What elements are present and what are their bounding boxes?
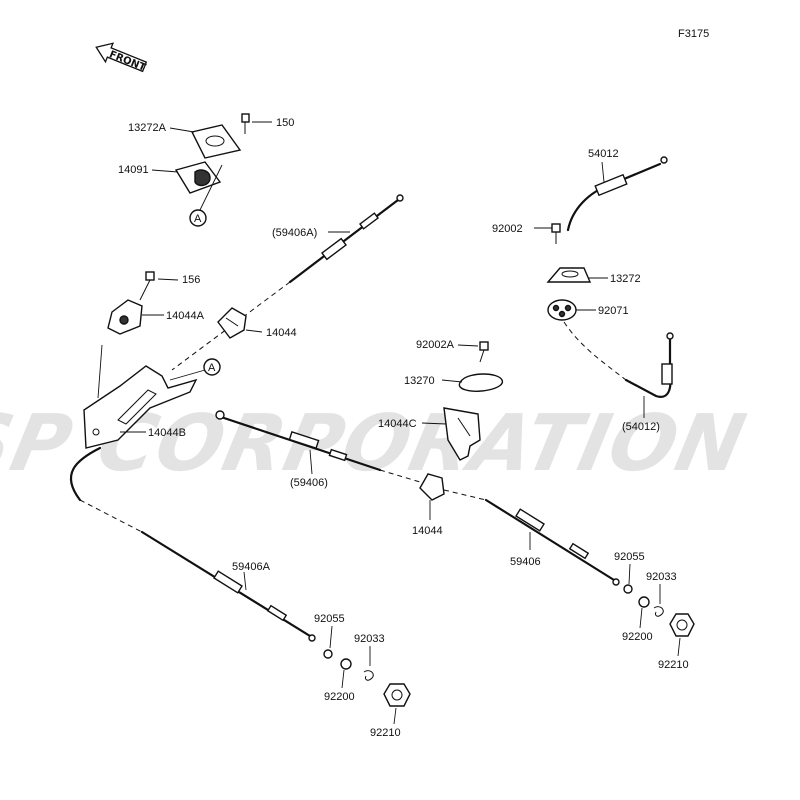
label-14044-mid: 14044 bbox=[412, 525, 443, 537]
sheet-id: F3175 bbox=[678, 28, 709, 40]
label-14091: 14091 bbox=[118, 164, 149, 176]
nut-92210-left bbox=[383, 683, 411, 707]
label-13270: 13270 bbox=[404, 375, 435, 387]
washer-92055-left bbox=[323, 649, 333, 659]
label-14044A: 14044A bbox=[166, 310, 205, 322]
gasket-13272A bbox=[190, 124, 242, 159]
bolt-92002A bbox=[479, 341, 489, 363]
label-92071: 92071 bbox=[598, 305, 629, 317]
front-label: FRONT bbox=[108, 49, 148, 74]
label-13272A: 13272A bbox=[128, 122, 167, 134]
clamp-14044A bbox=[107, 299, 143, 335]
plate-13270 bbox=[458, 373, 503, 392]
ref-marker-a-top-label: A bbox=[194, 213, 202, 225]
ref-marker-a-top bbox=[189, 209, 207, 227]
washer-92200-left bbox=[340, 658, 352, 670]
label-14044-top: 14044 bbox=[266, 327, 297, 339]
ref-marker-a-bracket-label: A bbox=[208, 362, 216, 374]
cable-59406A-bottom bbox=[69, 446, 316, 642]
boot-14091 bbox=[174, 161, 222, 194]
front-arrow: FRONT bbox=[95, 42, 148, 74]
label-59406A-bottom: 59406A bbox=[232, 561, 271, 573]
label-92200-left: 92200 bbox=[324, 691, 355, 703]
clip-92033-right bbox=[653, 606, 664, 617]
label-92033-right: 92033 bbox=[646, 571, 677, 583]
clip-92033-left bbox=[363, 670, 374, 681]
label-13272: 13272 bbox=[610, 273, 641, 285]
bolt-150 bbox=[241, 113, 250, 134]
cable-54012-top bbox=[566, 156, 668, 232]
label-59406-mid: (59406) bbox=[290, 477, 328, 489]
label-59406-right: 59406 bbox=[510, 556, 541, 568]
label-14044B: 14044B bbox=[148, 427, 186, 439]
washer-92055-right bbox=[623, 584, 633, 594]
label-92002A: 92002A bbox=[416, 339, 455, 351]
label-92210-right: 92210 bbox=[658, 659, 689, 671]
washer-92200-right bbox=[638, 596, 650, 608]
cable-59406A-top bbox=[288, 194, 404, 284]
cable-59406-mid bbox=[215, 410, 382, 472]
label-14044C: 14044C bbox=[378, 418, 417, 430]
label-156: 156 bbox=[182, 274, 200, 286]
gasket-13272 bbox=[546, 267, 592, 283]
label-54012-bottom: (54012) bbox=[622, 421, 660, 433]
label-59406A-top: (59406A) bbox=[272, 227, 317, 239]
label-150: 150 bbox=[276, 117, 294, 129]
label-92055-left: 92055 bbox=[314, 613, 345, 625]
bolt-92002 bbox=[551, 223, 561, 244]
cable-59406-right bbox=[484, 498, 620, 586]
cable-54012-bottom bbox=[563, 321, 674, 398]
bolt-156 bbox=[139, 271, 155, 301]
label-92033-left: 92033 bbox=[354, 633, 385, 645]
label-92210-left: 92210 bbox=[370, 727, 401, 739]
label-54012-top: 54012 bbox=[588, 148, 619, 160]
clamp-14044-mid bbox=[419, 473, 445, 501]
bracket-14044C bbox=[443, 407, 481, 461]
bracket-14044B bbox=[83, 365, 198, 449]
ref-marker-a-bracket bbox=[203, 358, 221, 376]
clamp-14044-top bbox=[217, 307, 247, 339]
label-92002: 92002 bbox=[492, 223, 523, 235]
grommet-92071 bbox=[547, 299, 577, 321]
nut-92210-right bbox=[669, 613, 695, 637]
label-92055-right: 92055 bbox=[614, 551, 645, 563]
label-92200-right: 92200 bbox=[622, 631, 653, 643]
